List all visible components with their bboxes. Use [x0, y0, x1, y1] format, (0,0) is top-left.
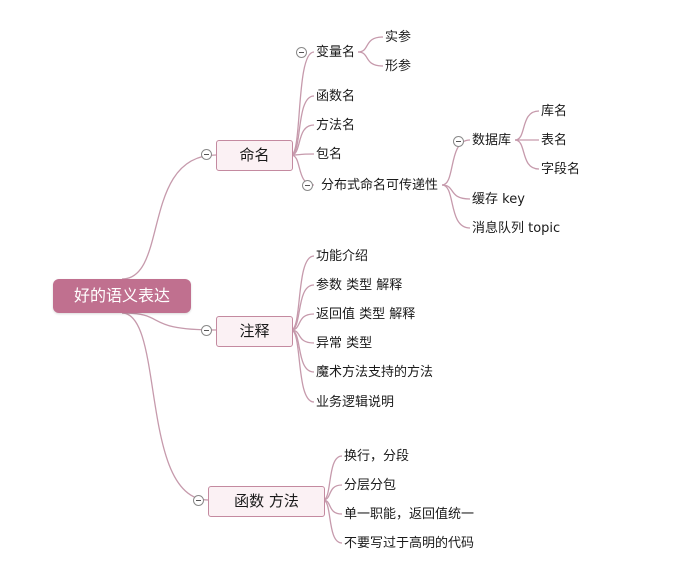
- node-params[interactable]: 参数 类型 解释: [316, 278, 403, 293]
- collapse-naming-toggle[interactable]: [201, 149, 212, 160]
- node-method-name[interactable]: 方法名: [316, 118, 356, 133]
- connector-naming-child: [290, 51, 315, 156]
- connector-distributed-child: [441, 184, 471, 229]
- node-formal-param[interactable]: 形参: [385, 59, 412, 74]
- node-table-name[interactable]: 表名: [541, 133, 568, 148]
- node-function-name[interactable]: 函数名: [316, 89, 356, 104]
- connector-distributed-child: [441, 139, 471, 186]
- connector-functions-child: [322, 499, 343, 544]
- node-line-breaks[interactable]: 换行，分段: [344, 449, 410, 464]
- connector-database-child: [514, 139, 540, 170]
- connector-naming-child: [290, 124, 315, 156]
- collapse-distributed-toggle[interactable]: [302, 180, 313, 191]
- node-feature-intro[interactable]: 功能介绍: [316, 249, 369, 264]
- node-return-value[interactable]: 返回值 类型 解释: [316, 307, 416, 322]
- topic-naming[interactable]: 命名: [216, 140, 293, 171]
- node-database[interactable]: 数据库: [472, 133, 512, 148]
- topic-naming-label: 命名: [239, 146, 270, 164]
- node-package-name[interactable]: 包名: [316, 147, 343, 162]
- node-magic-methods[interactable]: 魔术方法支持的方法: [316, 365, 434, 380]
- connector-root-comments: [121, 312, 217, 331]
- collapse-varname-toggle[interactable]: [296, 47, 307, 58]
- topic-comments-label: 注释: [239, 322, 270, 340]
- topic-functions-label: 函数 方法: [234, 492, 299, 510]
- node-db-name[interactable]: 库名: [541, 104, 568, 119]
- root-label: 好的语义表达: [73, 286, 170, 305]
- connector-root-functions: [121, 312, 209, 501]
- root-node[interactable]: 好的语义表达: [53, 279, 191, 313]
- connector-functions-child: [322, 455, 343, 501]
- connector-comments-child: [290, 284, 315, 331]
- topic-functions[interactable]: 函数 方法: [208, 486, 325, 517]
- node-field-name[interactable]: 字段名: [541, 162, 581, 177]
- connector-comments-child: [290, 329, 315, 403]
- connector-var-actual: [357, 36, 384, 53]
- node-single-responsibility[interactable]: 单一职能，返回值统一: [344, 507, 475, 522]
- node-distributed-naming[interactable]: 分布式命名可传递性: [321, 178, 439, 193]
- node-variable-name[interactable]: 变量名: [316, 45, 356, 60]
- connector-comments-child: [290, 255, 315, 331]
- connector-comments-child: [290, 329, 315, 373]
- connector-var-formal: [357, 51, 384, 67]
- connector-comments-child: [290, 313, 315, 331]
- node-actual-param[interactable]: 实参: [385, 30, 412, 45]
- collapse-functions-toggle[interactable]: [193, 495, 204, 506]
- connector-database-child: [514, 110, 540, 141]
- topic-comments[interactable]: 注释: [216, 316, 293, 347]
- node-cache-key[interactable]: 缓存 key: [472, 192, 525, 207]
- node-mq-topic[interactable]: 消息队列 topic: [472, 221, 561, 236]
- collapse-comments-toggle[interactable]: [201, 325, 212, 336]
- connector-root-naming: [121, 154, 217, 280]
- node-layering[interactable]: 分层分包: [344, 478, 397, 493]
- collapse-database-toggle[interactable]: [453, 136, 464, 147]
- node-business-logic[interactable]: 业务逻辑说明: [316, 395, 395, 410]
- node-no-clever-code[interactable]: 不要写过于高明的代码: [344, 536, 475, 551]
- node-exception[interactable]: 异常 类型: [316, 336, 373, 351]
